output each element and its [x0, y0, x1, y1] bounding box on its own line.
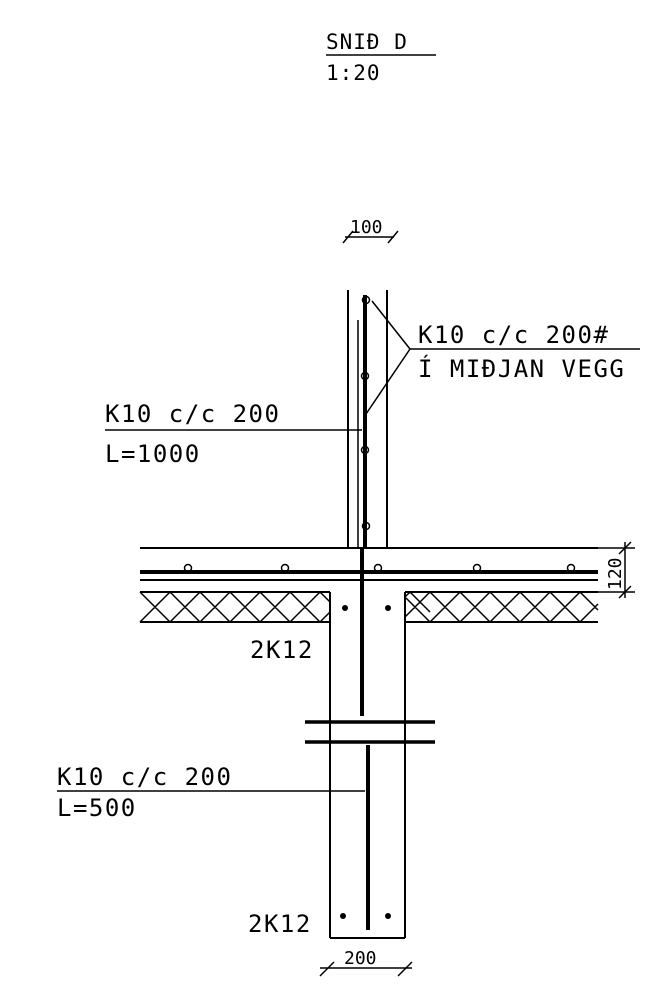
left-rebar-length: L=1000 [105, 440, 201, 468]
left-rebar-label: K10 c/c 200 [105, 400, 280, 428]
wall-upper [347, 290, 388, 548]
section-scale: 1:20 [326, 61, 381, 85]
section-title: SNIÐ D [326, 30, 408, 54]
beam-lower [329, 548, 406, 939]
upper-rebar-label: K10 c/c 200# [418, 321, 609, 349]
slab-bars-label: 2K12 [250, 636, 314, 664]
lower-rebar-label: K10 c/c 200 [57, 763, 232, 791]
upper-rebar-sublabel: Í MIÐJAN VEGG [418, 354, 625, 383]
slab-thickness-dimension: 120 [605, 557, 626, 590]
beam-width-dimension: 200 [344, 948, 377, 969]
insulation-layer [139, 591, 599, 623]
wall-width-dimension: 100 [350, 217, 383, 238]
floor-slab [140, 547, 598, 581]
bottom-bars-label: 2K12 [248, 910, 312, 938]
lower-rebar-length: L=500 [57, 794, 137, 822]
break-line [305, 720, 435, 744]
